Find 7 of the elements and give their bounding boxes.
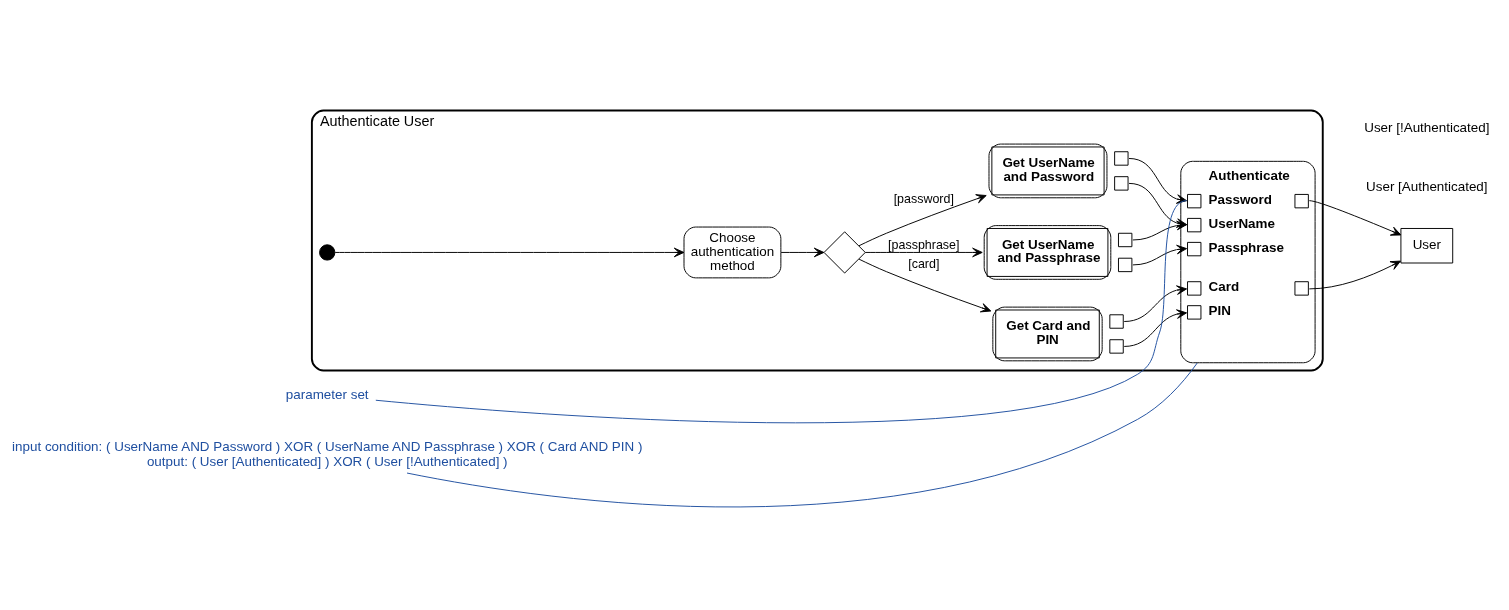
label: User [Authenticated] bbox=[1366, 178, 1488, 194]
edge-label: [password] bbox=[893, 191, 954, 206]
label: User [!Authenticated] bbox=[1364, 120, 1490, 136]
node-text: input condition: ( UserName AND Password ) XOR ( UserName AND Passphrase ) XOR ( Card AND PIN ) output: ( User [Authenticated] ) XOR ( User [!Authenticated] ) bbox=[12, 439, 643, 469]
edge-label: [card] bbox=[908, 257, 940, 272]
node-text: parameter set bbox=[285, 386, 369, 402]
edge-label: [passphrase] bbox=[888, 238, 960, 252]
